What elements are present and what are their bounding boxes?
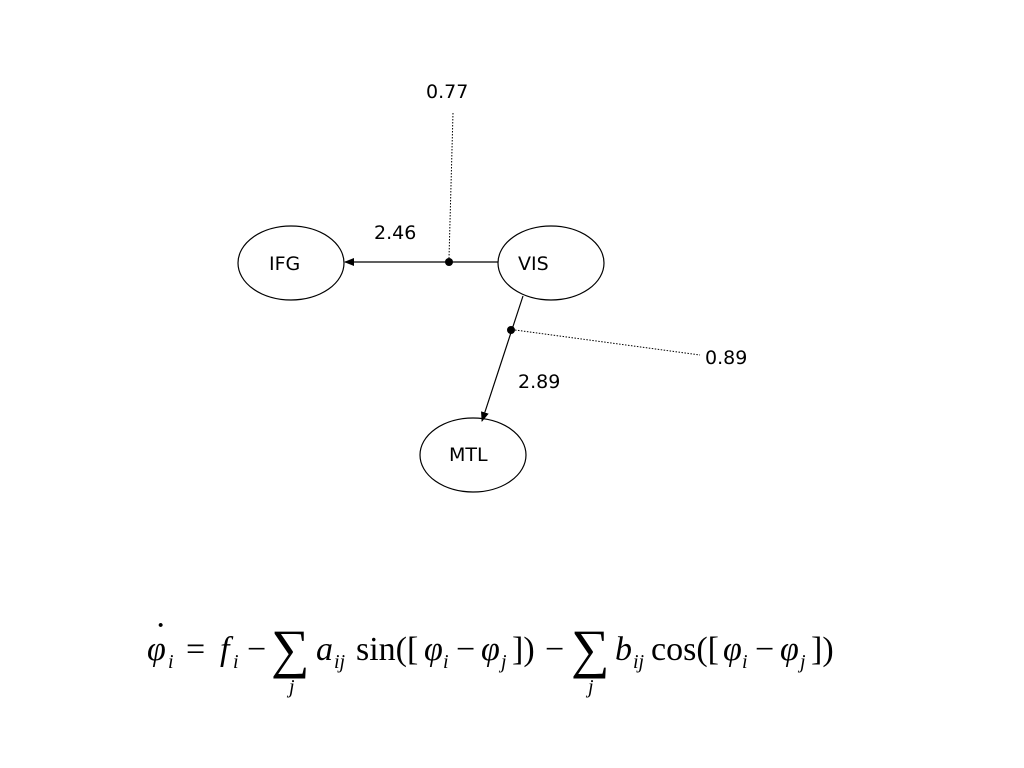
node-mtl-shape bbox=[419, 417, 527, 493]
eq-phi-dot: φ bbox=[147, 631, 166, 668]
eq-sub-ij-2: ij bbox=[633, 651, 645, 673]
node-ifg-label: IFG bbox=[269, 253, 300, 275]
eq-close-2: ]) bbox=[811, 631, 834, 668]
eq-f: f bbox=[220, 631, 234, 668]
modulator-top-line bbox=[448, 112, 454, 259]
eq-phi-i-1: φ bbox=[424, 631, 443, 668]
eq-sub-i-1: i bbox=[168, 651, 174, 673]
eq-sub-j-1: j bbox=[498, 651, 507, 673]
eq-minus-1: − bbox=[247, 631, 266, 668]
modulator-right-line bbox=[514, 329, 701, 356]
modulator-top-label: 0.77 bbox=[426, 81, 468, 103]
node-vis: VIS bbox=[497, 225, 605, 301]
eq-a: a bbox=[316, 631, 333, 668]
eq-cos-open: cos([ bbox=[651, 631, 719, 668]
node-mtl: MTL bbox=[419, 417, 527, 493]
edge-vis-to-mtl bbox=[481, 295, 524, 422]
eq-sub-i-3: i bbox=[443, 651, 449, 673]
eq-equals: = bbox=[186, 631, 205, 668]
eq-minus-2: − bbox=[456, 631, 475, 668]
eq-sub-i-2: i bbox=[233, 651, 239, 673]
eq-minus-4: − bbox=[755, 631, 774, 668]
eq-phi-dot-mark: · bbox=[155, 607, 166, 644]
eq-phi-i-2: φ bbox=[723, 631, 742, 668]
edge-vis-to-mtl-label: 2.89 bbox=[518, 371, 560, 393]
eq-sub-i-4: i bbox=[742, 651, 748, 673]
node-ifg: IFG bbox=[237, 225, 345, 301]
node-vis-label: VIS bbox=[518, 253, 549, 275]
phase-equation: φ · i = f i − ∑ j a ij sin([ φ i − φ j ]… bbox=[147, 607, 834, 698]
node-vis-shape bbox=[497, 225, 605, 301]
modulator-right-dot bbox=[507, 326, 515, 334]
modulator-right-label: 0.89 bbox=[705, 347, 747, 369]
eq-sum-1-index: j bbox=[286, 676, 295, 698]
eq-close-1: ]) bbox=[512, 631, 535, 668]
node-mtl-label: MTL bbox=[449, 444, 488, 466]
modulator-top-dot bbox=[445, 258, 453, 266]
eq-sub-j-2: j bbox=[797, 651, 806, 673]
eq-sum-2-index: j bbox=[585, 676, 594, 698]
eq-phi-j-1: φ bbox=[481, 631, 500, 668]
eq-sub-ij-1: ij bbox=[334, 651, 346, 673]
eq-phi-j-2: φ bbox=[780, 631, 799, 668]
eq-sum-1: ∑ bbox=[271, 619, 310, 679]
eq-minus-3: − bbox=[545, 631, 564, 668]
eq-b: b bbox=[615, 631, 632, 668]
edge-vis-to-ifg-label: 2.46 bbox=[374, 222, 416, 244]
eq-sin-open: sin([ bbox=[356, 631, 418, 668]
eq-sum-2: ∑ bbox=[571, 619, 610, 679]
